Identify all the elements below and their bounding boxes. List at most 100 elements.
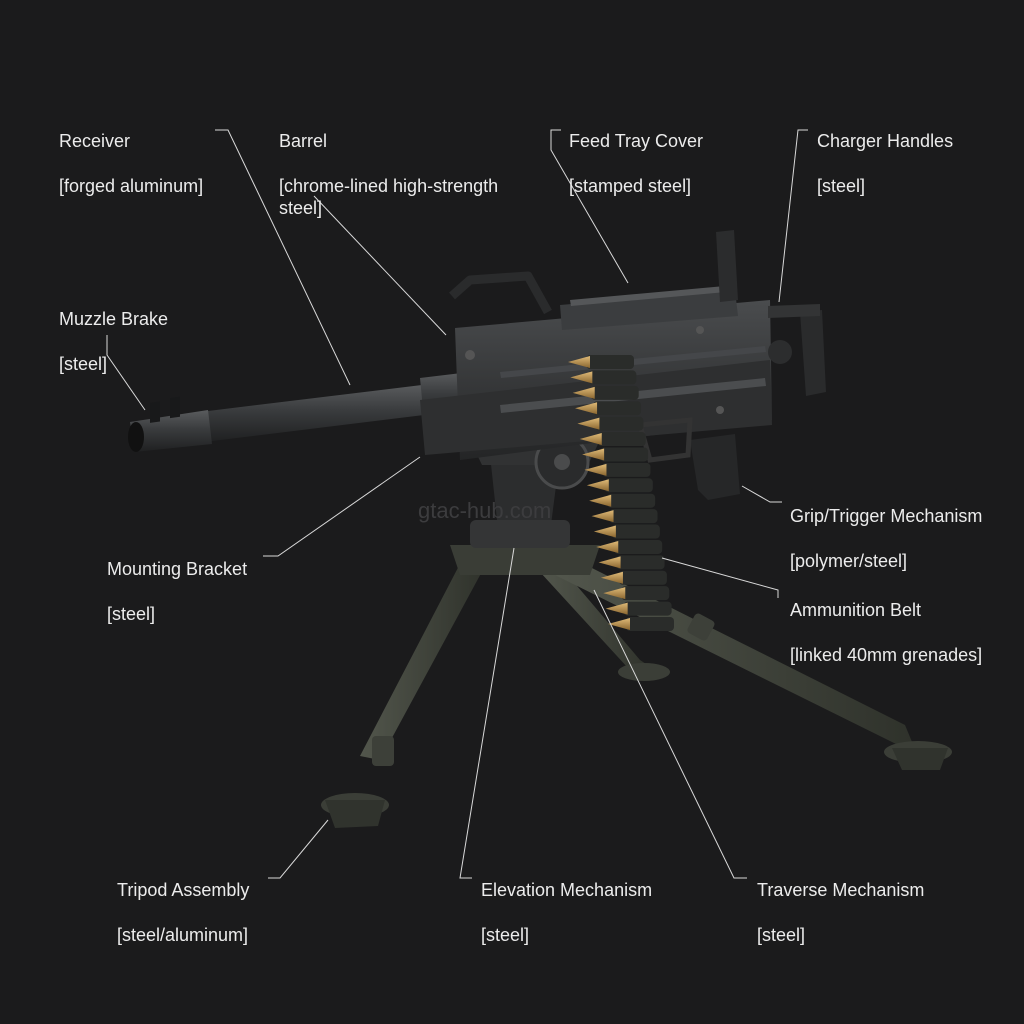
grenade-tip	[608, 618, 630, 630]
pistol-grip	[690, 434, 740, 500]
grenade-tip	[596, 540, 619, 553]
belt-link	[604, 478, 653, 493]
label-mounting-bracket-material: [steel]	[107, 603, 156, 624]
grenade-round	[593, 524, 660, 539]
receiver-rivet-3	[716, 406, 724, 414]
label-feed-tray-cover-material: [stamped steel]	[569, 175, 692, 196]
grenade-round	[586, 478, 653, 493]
grenade-tip	[593, 525, 616, 538]
belt-link	[618, 570, 667, 585]
label-tripod-assembly-material: [steel/aluminum]	[117, 924, 249, 945]
feed-tray-rail	[570, 286, 726, 306]
grenade-round	[603, 586, 670, 601]
grenade-round	[570, 370, 637, 385]
ammunition-belt	[568, 355, 674, 631]
grenade-round	[572, 385, 639, 400]
trigger-guard	[636, 417, 693, 463]
leader-line-traverse-mechanism	[593, 589, 747, 879]
label-grip-trigger-name: Grip/Trigger Mechanism	[790, 505, 983, 526]
rear-sight	[716, 230, 738, 302]
grenade-tip	[584, 463, 607, 476]
label-receiver-name: Receiver	[59, 130, 131, 151]
grenade-round	[605, 601, 672, 616]
receiver-rivet-1	[465, 350, 475, 360]
tripod-collar-rear	[687, 613, 715, 641]
belt-link	[607, 493, 656, 508]
leader-line-barrel	[313, 195, 447, 336]
tripod-collar	[372, 736, 394, 766]
watermark-text: gtac-hub.com	[418, 498, 552, 523]
label-receiver: Receiver [forged aluminum]	[59, 107, 203, 220]
grenade-tip	[598, 556, 621, 569]
grenade-tip	[600, 571, 623, 584]
grenade-round	[591, 509, 658, 524]
label-muzzle-brake-material: [steel]	[59, 353, 108, 374]
leader-line-charger-handles	[778, 129, 808, 303]
leader-line-grip-trigger	[741, 485, 782, 503]
label-traverse-mechanism-material: [steel]	[757, 924, 806, 945]
grenade-round	[575, 401, 642, 416]
leader-line-elevation-mechanism	[459, 547, 515, 879]
label-mounting-bracket: Mounting Bracket [steel]	[107, 535, 247, 648]
belt-link	[614, 539, 663, 554]
charger-handle-grip	[800, 310, 826, 396]
belt-link	[602, 462, 651, 477]
belt-link	[611, 524, 660, 539]
label-muzzle-brake: Muzzle Brake [steel]	[59, 285, 168, 398]
label-elevation-mechanism-material: [steel]	[481, 924, 530, 945]
grenade-round	[579, 432, 646, 447]
tripod-head	[450, 545, 600, 575]
elevation-hub	[554, 454, 570, 470]
label-barrel: Barrel [chrome-lined high-strength steel…	[279, 107, 498, 242]
label-barrel-material: [chrome-lined high-strength steel]	[279, 175, 499, 219]
label-barrel-name: Barrel	[279, 130, 328, 151]
label-receiver-material: [forged aluminum]	[59, 175, 204, 196]
grenade-round	[608, 617, 674, 631]
charger-knob	[768, 340, 792, 364]
belt-link	[588, 370, 637, 385]
label-feed-tray-cover-name: Feed Tray Cover	[569, 130, 704, 151]
tripod-front-leg	[360, 560, 485, 760]
belt-link	[595, 416, 644, 431]
label-feed-tray-cover: Feed Tray Cover [stamped steel]	[569, 107, 703, 220]
tripod-assembly	[321, 545, 952, 828]
tripod-rear-left-leg	[540, 560, 652, 676]
label-elevation-mechanism-name: Elevation Mechanism	[481, 879, 653, 900]
label-charger-handles-name: Charger Handles	[817, 130, 954, 151]
label-elevation-mechanism: Elevation Mechanism [steel]	[481, 856, 652, 969]
belt-link	[626, 617, 674, 631]
label-traverse-mechanism: Traverse Mechanism [steel]	[757, 856, 924, 969]
leader-line-mounting-bracket	[263, 456, 421, 557]
grenade-tip	[603, 587, 626, 600]
muzzle-slot-1	[150, 401, 160, 423]
belt-link	[621, 586, 670, 601]
label-charger-handles-material: [steel]	[817, 175, 866, 196]
label-ammunition-belt: Ammunition Belt [linked 40mm grenades]	[790, 576, 982, 689]
feed-tray-cover-plate	[560, 290, 738, 330]
charger-handles	[768, 304, 826, 396]
grenade-tip	[570, 371, 593, 384]
grenade-tip	[582, 448, 605, 461]
belt-link	[593, 401, 642, 416]
muzzle-slot-2	[170, 396, 180, 419]
label-ammunition-belt-material: [linked 40mm grenades]	[790, 644, 983, 665]
grenade-round	[577, 416, 644, 431]
grenade-tip	[568, 356, 590, 368]
label-muzzle-brake-name: Muzzle Brake	[59, 308, 169, 329]
receiver-rivet-2	[696, 326, 704, 334]
leader-line-feed-tray-cover	[550, 129, 629, 284]
grenade-tip	[589, 494, 612, 507]
label-tripod-assembly: Tripod Assembly [steel/aluminum]	[117, 856, 249, 969]
belt-link	[586, 355, 634, 369]
leader-line-receiver	[215, 129, 351, 386]
feed-tray-cover	[449, 230, 738, 330]
tripod-foot-right-shoe	[892, 748, 948, 770]
grenade-round	[598, 555, 665, 570]
charger-handle-arm	[768, 304, 820, 318]
carry-handle	[449, 271, 552, 315]
leader-line-muzzle-brake	[106, 335, 146, 411]
belt-link	[609, 509, 658, 524]
leader-lines	[106, 129, 808, 879]
belt-link	[623, 601, 672, 616]
